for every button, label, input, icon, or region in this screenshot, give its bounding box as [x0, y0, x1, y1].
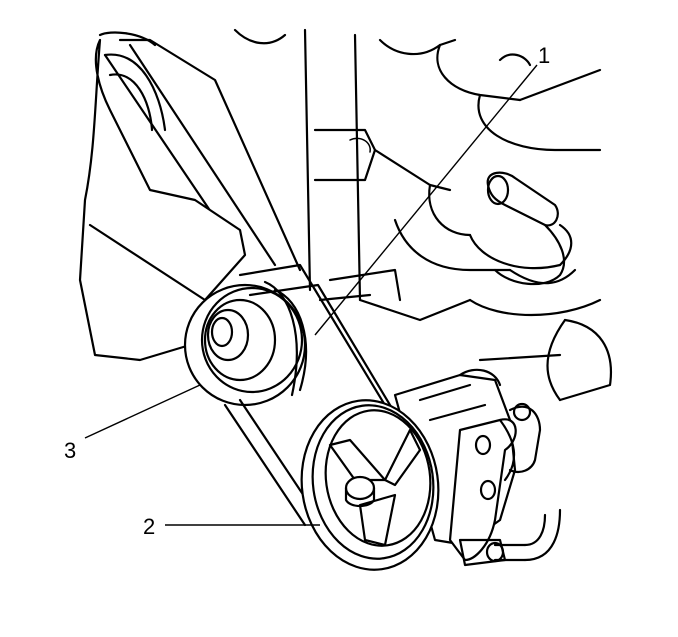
callout-3: 3: [64, 438, 76, 463]
callout-leaders: [84, 64, 538, 526]
pulley-2: [300, 399, 440, 571]
callout-1: 1: [538, 43, 550, 68]
callout-2: 2: [143, 514, 155, 539]
upper-pulley-cover: [78, 31, 247, 362]
leader-3: [84, 384, 201, 439]
pulley-3: [183, 280, 308, 407]
leader-1: [314, 64, 538, 336]
engine-block-outline: [233, 28, 612, 402]
upper-right-bolt: [486, 171, 566, 286]
